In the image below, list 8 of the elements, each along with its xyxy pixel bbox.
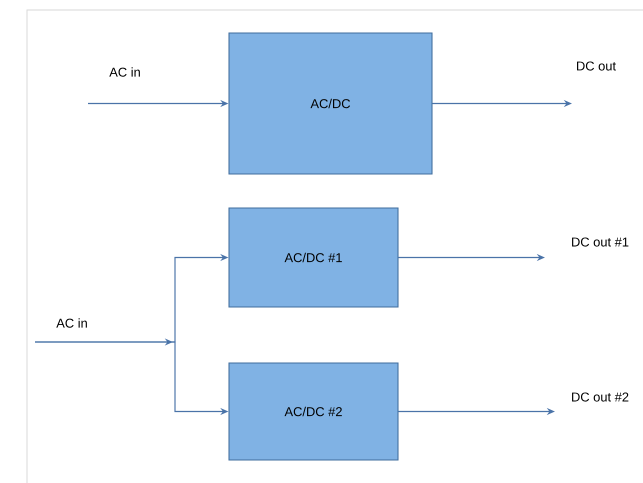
process-box: AC/DC #1 [228,207,399,308]
process-box: AC/DC [228,32,433,175]
edge-label: DC out #1 [572,237,628,247]
edge-label: AC in [109,67,140,77]
process-box: AC/DC #2 [228,362,399,461]
edge-label: AC in [56,318,87,328]
edge-label: DC out #2 [572,392,628,402]
edge-label: DC out [577,61,616,71]
